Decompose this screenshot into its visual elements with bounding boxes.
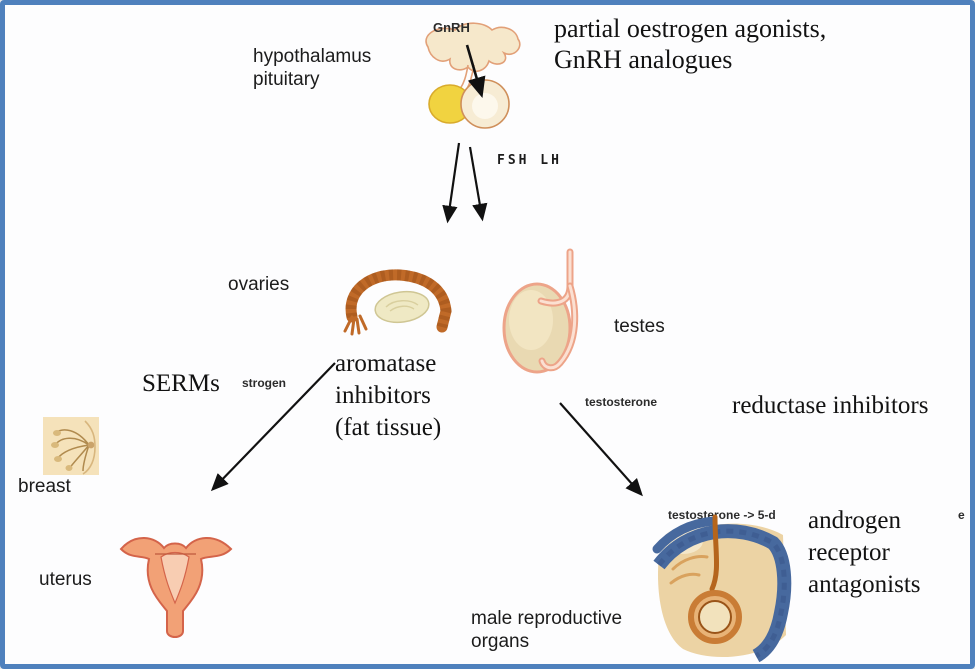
ovary-illustration xyxy=(343,269,452,336)
testosterone-pathway-arrow xyxy=(559,402,643,497)
pituitary-drugs-annotation: partial oestrogen agonists, GnRH analogu… xyxy=(554,14,827,74)
hypothalamus-label: hypothalamus pituitary xyxy=(253,46,372,90)
androgen-annotation: androgen receptor antagonists xyxy=(808,505,921,601)
serm-pathway-arrow xyxy=(210,362,336,492)
uterus-label: uterus xyxy=(39,569,92,590)
male-organs-illustration xyxy=(652,514,792,663)
testosterone-label: testosterone xyxy=(585,395,658,409)
conversion-label: testosterone -> 5-d xyxy=(668,508,776,522)
male-organs-label: male reproductive organs xyxy=(471,608,623,652)
conversion-fragment: e xyxy=(958,508,965,522)
pituitary-illustration xyxy=(425,22,521,129)
uterus-illustration xyxy=(119,537,233,638)
serms-annotation: SERMs xyxy=(142,370,220,397)
gnrh-label: GnRH xyxy=(433,20,470,35)
breast-illustration xyxy=(43,417,99,475)
ovaries-label: ovaries xyxy=(228,274,290,295)
oestrogen-fragment-label: strogen xyxy=(242,376,287,390)
breast-label: breast xyxy=(18,476,71,497)
fsh-lh-arrows xyxy=(442,142,488,224)
reductase-annotation: reductase inhibitors xyxy=(732,392,929,419)
testes-label: testes xyxy=(614,316,665,337)
fsh-lh-label: FSH LH xyxy=(497,153,562,168)
testis-illustration xyxy=(502,248,579,374)
aromatase-annotation: aromatase inhibitors (fat tissue) xyxy=(335,350,442,441)
